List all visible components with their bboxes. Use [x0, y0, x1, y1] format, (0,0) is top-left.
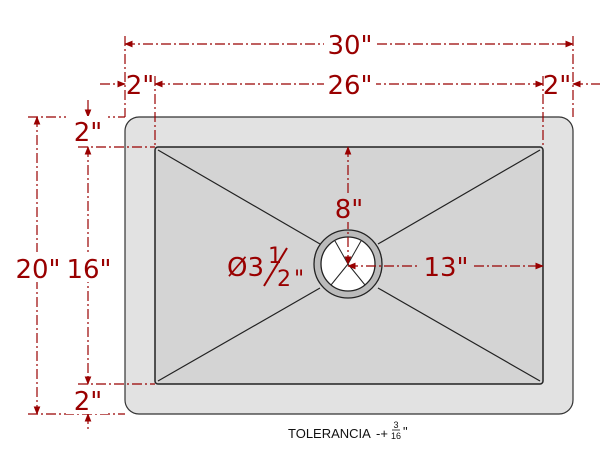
- tolerance-denominator: 16: [391, 431, 401, 441]
- tolerance-label: TOLERANCIA: [288, 426, 371, 441]
- tolerance-unit: ": [403, 424, 408, 439]
- drain-horizontal-offset-label: 13": [423, 253, 468, 283]
- right-rim-label: 2": [543, 71, 572, 101]
- drain-diameter-unit: ": [294, 267, 304, 292]
- tolerance-sign: -+: [376, 426, 388, 441]
- drain-diameter-label: Ø3 1 2 ": [227, 244, 304, 292]
- left-rim-label: 2": [126, 71, 155, 101]
- tolerance-numerator: 3: [393, 420, 398, 430]
- bottom-rim-label: 2": [74, 387, 103, 417]
- drain-diameter-prefix: Ø3: [227, 253, 264, 283]
- drain-diameter-numerator: 1: [268, 244, 282, 269]
- top-rim-label: 2": [74, 118, 103, 148]
- drain-vertical-offset-label: 8": [335, 195, 364, 225]
- inner-width-label: 26": [327, 71, 372, 101]
- basin-slope-lines: [157, 149, 541, 382]
- overall-depth-label: 20": [15, 255, 60, 285]
- overall-width-label: 30": [327, 31, 372, 61]
- tolerance-note: TOLERANCIA -+ 3 16 ": [288, 420, 408, 441]
- drain-diameter-denominator: 2: [277, 267, 291, 292]
- inner-depth-label: 16": [66, 255, 111, 285]
